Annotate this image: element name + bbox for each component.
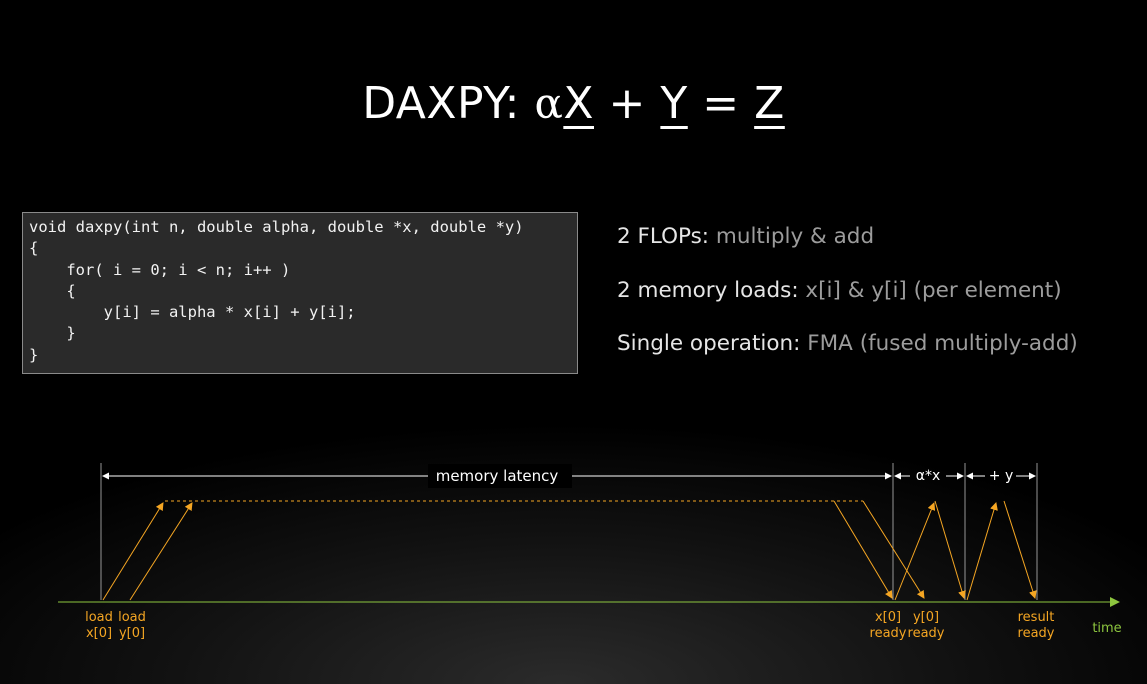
title-alpha: α [534, 79, 564, 128]
code-line: { [29, 281, 76, 300]
load-x-request-arrow [102, 502, 164, 601]
code-block: void daxpy(int n, double alpha, double *… [22, 212, 578, 374]
title-y: Y [660, 78, 688, 129]
code-line: } [29, 345, 39, 364]
event-y-ready-line1: y[0] [913, 610, 939, 625]
fact-key: 2 memory loads: [617, 277, 799, 303]
code-line: for( i = 0; i < n; i++ ) [29, 260, 291, 279]
fact-key: Single operation: [617, 331, 801, 356]
x-data-return-arrow [833, 500, 893, 599]
fact-value: multiply & add [715, 224, 875, 249]
event-load-y-line1: load [118, 610, 146, 625]
slide-title: DAXPY: αX + Y = Z [0, 78, 1147, 129]
title-z: Z [754, 78, 785, 129]
multiply-return-arrow [934, 500, 966, 599]
add-issue-arrow [966, 502, 998, 601]
time-axis-label: time [1092, 621, 1121, 636]
memory-latency-label-bg [428, 464, 572, 488]
fact-flops: 2 FLOPs: multiply & add [617, 224, 1078, 278]
multiply-span-label: α*x [916, 468, 941, 484]
event-load-x-line1: load [85, 610, 113, 625]
title-plus: + [608, 78, 646, 129]
event-x-ready-line1: x[0] [875, 610, 901, 625]
event-load-x-line2: x[0] [86, 626, 112, 641]
title-x: X [563, 78, 594, 129]
add-span-label: + y [989, 468, 1013, 484]
fact-value: FMA (fused multiply-add) [807, 331, 1078, 356]
load-y-request-arrow [129, 502, 193, 601]
fact-key: 2 FLOPs: [617, 224, 710, 249]
event-result-ready-line1: result [1018, 610, 1055, 625]
event-x-ready-line2: ready [870, 626, 907, 641]
event-result-ready-line2: ready [1018, 626, 1055, 641]
multiply-issue-arrow [894, 502, 936, 601]
fact-single-operation: Single operation: FMA (fused multiply-ad… [617, 331, 1078, 385]
code-line: void daxpy(int n, double alpha, double *… [29, 218, 524, 236]
title-prefix: DAXPY: [362, 78, 520, 129]
fact-memory-loads: 2 memory loads: x[i] & y[i] (per element… [617, 278, 1078, 332]
event-y-ready-line2: ready [908, 626, 945, 641]
title-equals: = [702, 78, 740, 129]
facts-list: 2 FLOPs: multiply & add 2 memory loads: … [617, 224, 1078, 385]
fact-value: x[i] & y[i] (per element) [805, 277, 1062, 303]
y-data-return-arrow [862, 500, 925, 599]
code-line: } [29, 324, 76, 343]
code-line: { [29, 239, 39, 258]
add-return-arrow [1003, 500, 1037, 599]
event-load-y-line2: y[0] [119, 626, 145, 641]
code-line: y[i] = alpha * x[i] + y[i]; [29, 303, 356, 322]
span-boundaries [100, 463, 1038, 600]
memory-latency-label: memory latency [436, 467, 559, 485]
